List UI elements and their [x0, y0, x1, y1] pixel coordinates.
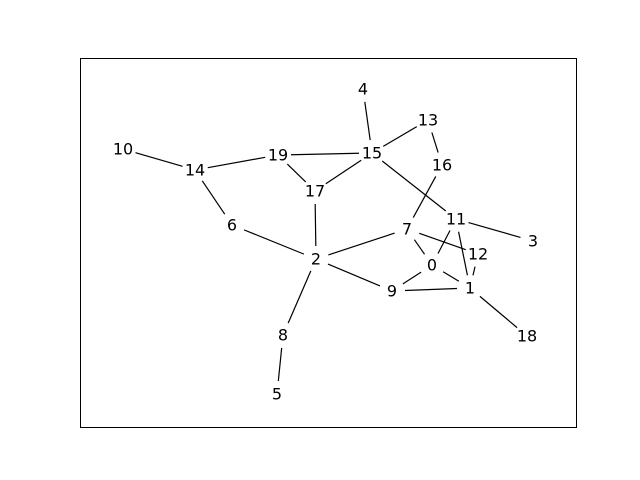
node-11: 11 — [446, 210, 466, 229]
edge-10-14 — [135, 152, 183, 167]
edge-2-9 — [327, 263, 381, 287]
plot-frame — [80, 58, 577, 428]
edge-15-11 — [381, 160, 447, 212]
node-8: 8 — [278, 326, 288, 345]
node-6: 6 — [227, 216, 237, 235]
edge-14-6 — [201, 180, 226, 215]
edge-12-1 — [472, 266, 476, 276]
node-14: 14 — [185, 161, 205, 180]
edge-1-18 — [479, 295, 518, 329]
edge-layer — [135, 101, 521, 382]
edge-4-15 — [364, 101, 371, 141]
node-19: 19 — [268, 146, 288, 165]
node-18: 18 — [517, 327, 537, 346]
edge-16-7 — [412, 176, 437, 218]
edge-6-2 — [243, 229, 305, 255]
node-9: 9 — [387, 282, 397, 301]
node-10: 10 — [113, 140, 133, 159]
edge-2-8 — [287, 270, 312, 324]
edge-7-2 — [328, 232, 395, 256]
node-17: 17 — [305, 182, 325, 201]
edge-8-5 — [277, 347, 283, 382]
node-2: 2 — [311, 250, 321, 269]
edge-7-0 — [413, 239, 426, 255]
edge-19-15 — [290, 152, 360, 156]
node-15: 15 — [362, 144, 382, 163]
node-12: 12 — [468, 245, 488, 264]
edge-11-3 — [468, 221, 521, 239]
edge-17-2 — [314, 203, 317, 247]
node-1: 1 — [465, 279, 475, 298]
node-4: 4 — [358, 80, 368, 99]
edge-19-17 — [286, 163, 307, 183]
edge-9-1 — [404, 287, 458, 292]
edge-14-19 — [207, 156, 266, 169]
node-5: 5 — [272, 385, 282, 404]
edge-17-15 — [325, 159, 362, 185]
edge-9-0 — [402, 271, 422, 285]
node-0: 0 — [427, 256, 437, 275]
node-13: 13 — [418, 111, 438, 130]
edge-0-11 — [437, 230, 451, 254]
edge-11-1 — [457, 231, 469, 276]
edge-7-12 — [419, 232, 466, 251]
edge-15-13 — [382, 126, 418, 147]
node-7: 7 — [402, 220, 412, 239]
edge-13-16 — [431, 132, 439, 153]
node-16: 16 — [432, 156, 452, 175]
edge-0-1 — [442, 271, 460, 282]
node-3: 3 — [528, 232, 538, 251]
